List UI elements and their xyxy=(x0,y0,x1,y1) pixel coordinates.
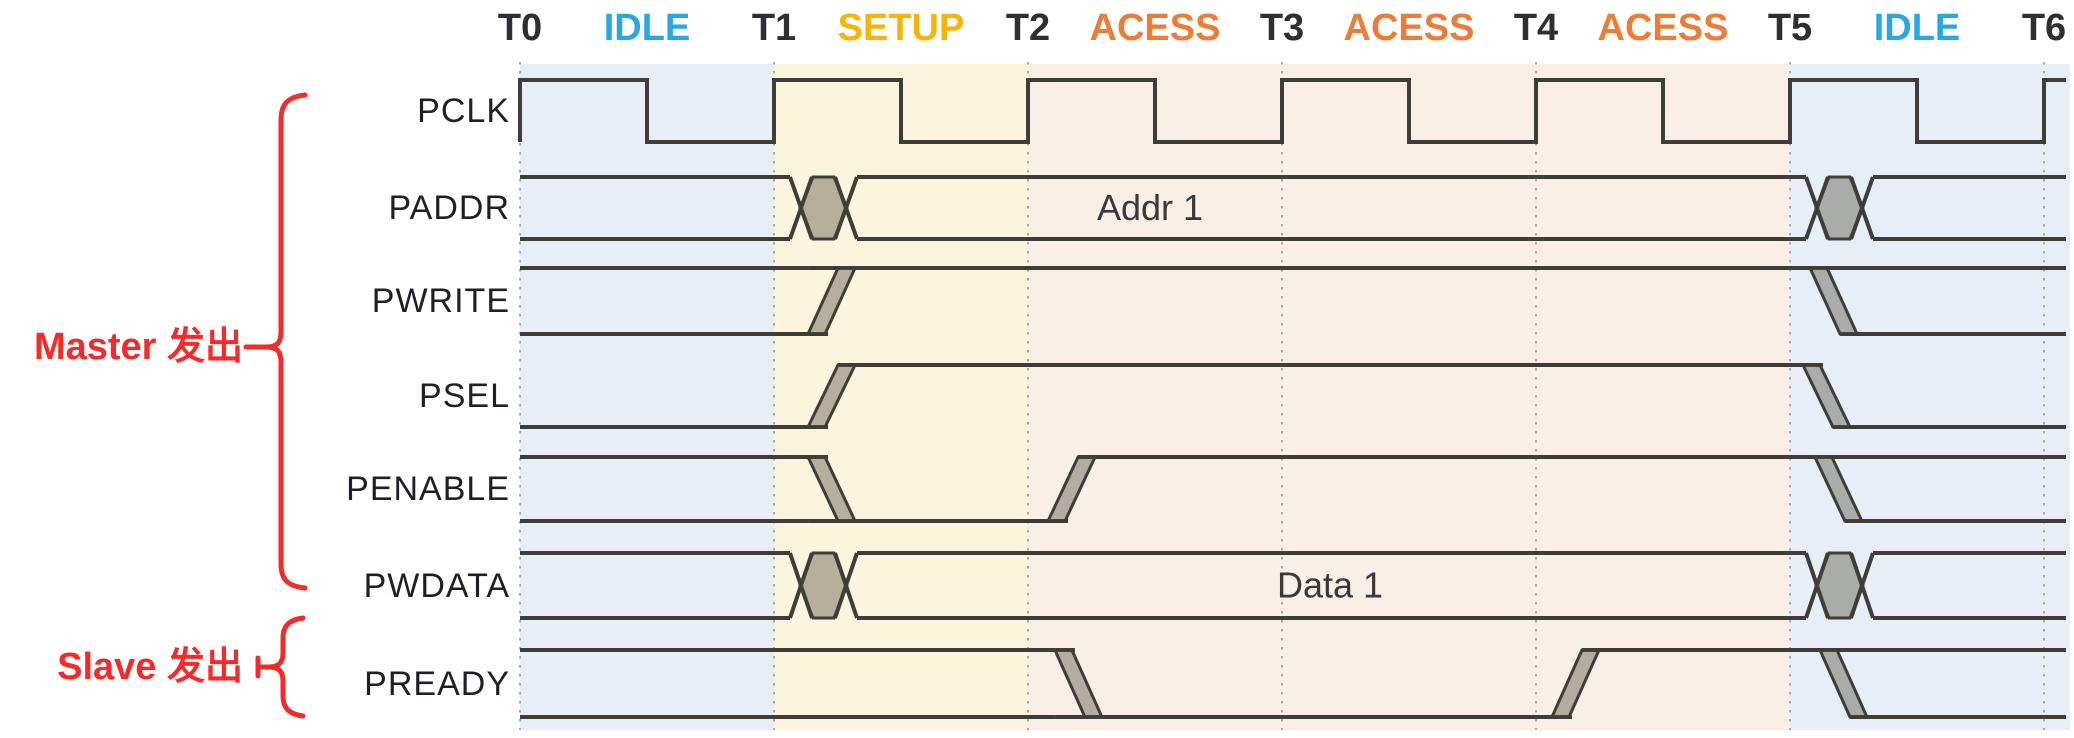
slave-brace xyxy=(268,615,306,719)
waveform-paddr-cross xyxy=(1849,176,1875,240)
slave-signals-annotation: Slave 发出 xyxy=(57,646,243,688)
time-label-t1: T1 xyxy=(751,7,797,49)
time-label-t6: T6 xyxy=(2021,7,2067,49)
time-gridline-t2 xyxy=(1027,62,1029,730)
signal-label-pwrite: PWRITE xyxy=(371,282,510,320)
waveform-penable-transition xyxy=(1812,455,1865,523)
waveform-pready-transition xyxy=(1817,648,1870,719)
signal-label-pready: PREADY xyxy=(364,664,510,703)
signal-label-pwdata: PWDATA xyxy=(363,566,510,605)
master-signals-annotation: Master 发出 xyxy=(33,326,243,368)
phase-label-3: ACESS xyxy=(1343,7,1475,49)
time-label-t2: T2 xyxy=(1005,7,1051,49)
waveform-psel-transition xyxy=(805,363,858,429)
bus-value-label-paddr: Addr 1 xyxy=(1097,187,1203,228)
time-gridline-t3 xyxy=(1281,62,1283,730)
phase-label-2: ACESS xyxy=(1089,7,1221,49)
waveform-pwdata-cross xyxy=(833,552,859,619)
waveform-pwrite-transition xyxy=(805,266,858,336)
phase-label-0: IDLE xyxy=(603,7,691,49)
time-label-t5: T5 xyxy=(1767,7,1813,49)
time-label-t0: T0 xyxy=(497,7,543,49)
time-gridline-t6 xyxy=(2043,62,2045,730)
waveform-psel-transition xyxy=(1800,363,1853,429)
signal-label-paddr: PADDR xyxy=(388,189,510,227)
waveform-penable-transition xyxy=(1045,455,1098,523)
time-label-t3: T3 xyxy=(1259,7,1305,49)
time-gridline-t4 xyxy=(1535,62,1537,730)
time-gridline-t0 xyxy=(519,62,521,730)
annotation-braces xyxy=(243,92,308,719)
time-label-t4: T4 xyxy=(1513,7,1559,49)
waveform-pready-transition xyxy=(1052,648,1105,719)
phase-label-4: ACESS xyxy=(1597,7,1729,49)
waveform-penable-transition xyxy=(805,455,858,523)
signal-label-pclk: PCLK xyxy=(417,92,510,130)
waveform-pready-transition xyxy=(1549,648,1602,719)
slave-brace-connector xyxy=(255,655,272,679)
phase-label-1: SETUP xyxy=(837,7,965,49)
waveform-paddr-cross xyxy=(833,176,859,240)
waveforms: Addr 1 Data 1 xyxy=(518,78,2066,719)
signal-label-penable: PENABLE xyxy=(346,470,510,508)
bus-value-label-pwdata: Data 1 xyxy=(1277,565,1383,606)
master-brace xyxy=(265,92,308,591)
time-gridline-t5 xyxy=(1789,62,1791,730)
waveform-pwrite-transition xyxy=(1807,266,1860,336)
waveform-pclk xyxy=(518,78,2066,144)
phase-label-5: IDLE xyxy=(1873,7,1961,49)
signal-label-psel: PSEL xyxy=(419,377,510,415)
waveform-pwdata-cross xyxy=(1849,552,1875,619)
time-gridline-t1 xyxy=(773,62,775,730)
